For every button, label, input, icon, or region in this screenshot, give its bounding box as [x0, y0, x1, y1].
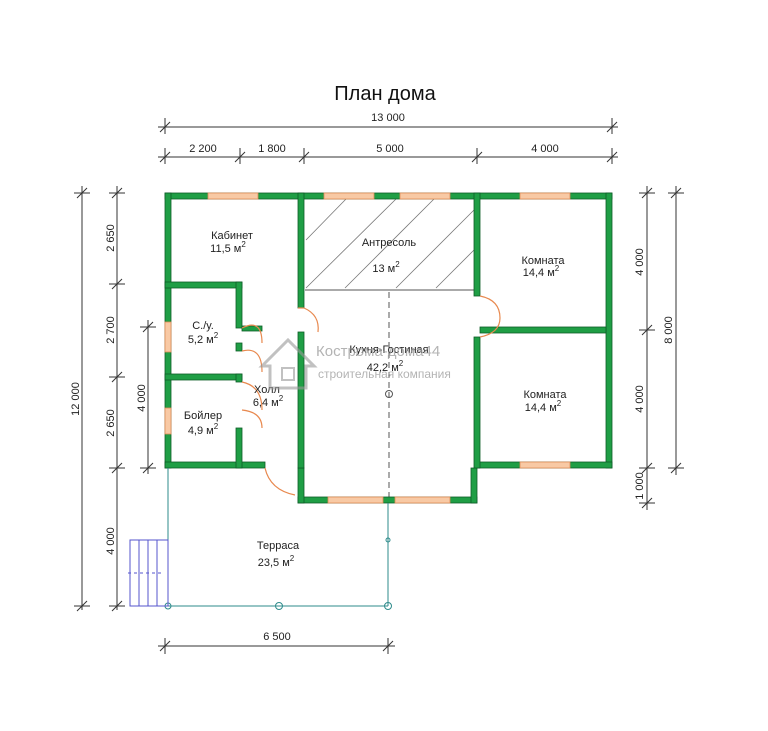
- dim-left-3: 2 650: [105, 409, 117, 437]
- bottom-dimensions: [158, 638, 395, 654]
- windows: [164, 192, 571, 504]
- room-kabinet: Кабинет 11,5 м2: [210, 230, 253, 255]
- plan-title: План дома: [334, 83, 436, 105]
- left-dimensions: [74, 186, 156, 612]
- right-dimensions: [639, 186, 684, 510]
- dim-top-2: 1 800: [258, 143, 286, 155]
- svg-text:Кухня-Гостиная: Кухня-Гостиная: [349, 344, 428, 356]
- dim-right-3: 1 000: [634, 472, 646, 500]
- room-komnata-2: Комната 14,4 м2: [523, 389, 567, 414]
- svg-text:13 м2: 13 м2: [372, 260, 400, 275]
- room-kitchen: Кухня-Гостиная 42,2 м2: [349, 344, 428, 374]
- svg-text:5,2 м2: 5,2 м2: [188, 331, 219, 346]
- watermark-logo: [258, 337, 318, 390]
- svg-text:4,9 м2: 4,9 м2: [188, 422, 219, 437]
- svg-text:14,4 м2: 14,4 м2: [525, 399, 562, 414]
- room-boiler: Бойлер 4,9 м2: [184, 410, 222, 437]
- svg-text:Бойлер: Бойлер: [184, 410, 222, 422]
- dim-right-overall: 8 000: [663, 316, 675, 344]
- dim-top-4: 4 000: [531, 143, 559, 155]
- svg-text:Комната: Комната: [521, 255, 565, 267]
- room-komnata-1: Комната 14,4 м2: [521, 255, 565, 279]
- dim-overall-width: 13 000: [371, 112, 405, 124]
- room-hall: Холл 6,4 м2: [253, 384, 284, 409]
- watermark-text: Кострома-дома44: [316, 343, 440, 360]
- doors: [241, 295, 501, 496]
- dim-bottom-terrace: 6 500: [263, 631, 291, 643]
- svg-text:42,2 м2: 42,2 м2: [367, 359, 404, 374]
- top-dimensions: [158, 118, 618, 164]
- room-terrace: Терраса 23,5 м2: [257, 540, 300, 569]
- mezzanine-hatch: [305, 198, 475, 289]
- dim-right-2: 4 000: [634, 385, 646, 413]
- svg-text:Антресоль: Антресоль: [362, 237, 417, 249]
- dim-left-2: 2 700: [105, 316, 117, 344]
- room-su: С./у. 5,2 м2: [188, 320, 219, 346]
- svg-text:Терраса: Терраса: [257, 540, 300, 552]
- terrace: [164, 468, 392, 610]
- svg-text:С./у.: С./у.: [192, 320, 214, 332]
- svg-text:Холл: Холл: [254, 384, 280, 396]
- dim-top-1: 2 200: [189, 143, 217, 155]
- post-marker: [385, 390, 393, 398]
- dim-left-inner: 4 000: [136, 384, 148, 412]
- svg-text:Кабинет: Кабинет: [211, 230, 253, 242]
- dim-right-1: 4 000: [634, 248, 646, 276]
- dim-left-terrace: 4 000: [105, 527, 117, 555]
- svg-text:11,5 м2: 11,5 м2: [210, 240, 246, 255]
- dim-left-overall: 12 000: [70, 382, 82, 416]
- svg-text:6,4 м2: 6,4 м2: [253, 394, 284, 409]
- room-antresol: Антресоль 13 м2: [362, 237, 417, 275]
- watermark-subtext: строительная компания: [318, 367, 451, 381]
- terrace-stairs: [128, 539, 169, 607]
- svg-text:23,5 м2: 23,5 м2: [258, 554, 295, 569]
- svg-text:Комната: Комната: [523, 389, 567, 401]
- svg-text:14,4 м2: 14,4 м2: [523, 264, 560, 279]
- dim-left-1: 2 650: [105, 224, 117, 252]
- dim-top-3: 5 000: [376, 143, 404, 155]
